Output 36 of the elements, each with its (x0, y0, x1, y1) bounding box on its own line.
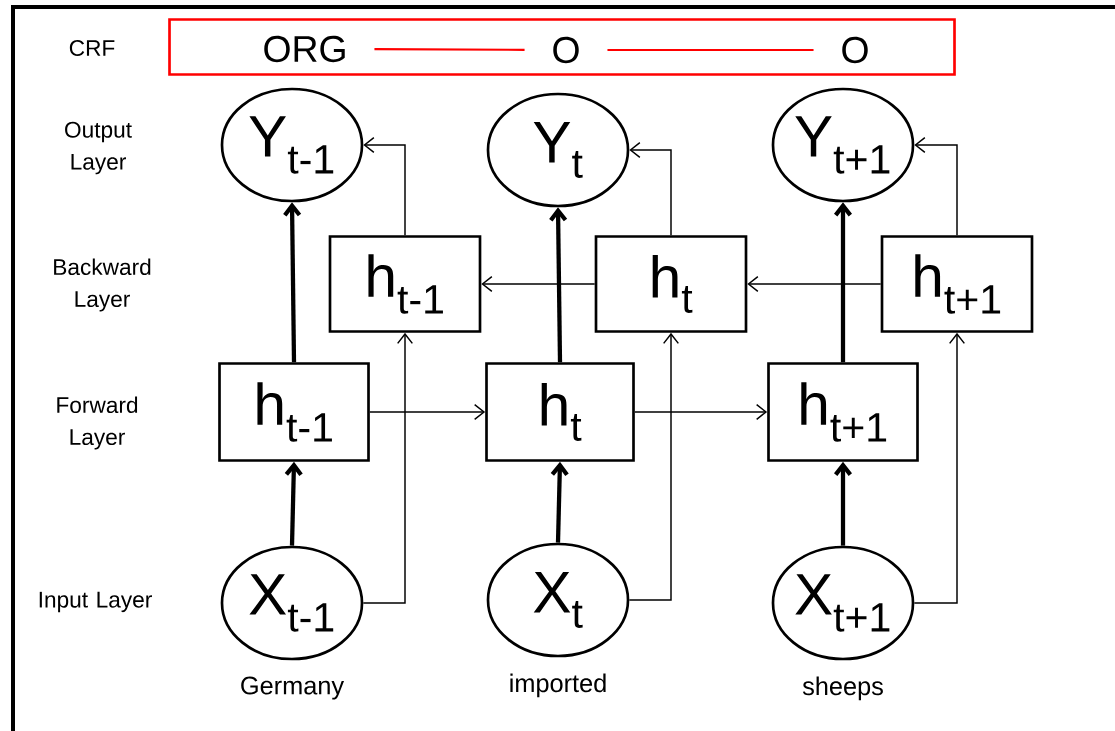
connector-line (607, 48, 814, 52)
arrow (362, 332, 414, 604)
hidden-state-box: h$_{t+1}$ (880, 235, 1034, 333)
arrow (834, 461, 852, 546)
arrow (834, 202, 852, 363)
arrow (284, 461, 303, 546)
row-label: Output Layer (65, 121, 132, 175)
arrow (629, 141, 672, 236)
row-label: Backward Layer (54, 258, 151, 312)
arrow (913, 332, 966, 604)
arrow (549, 207, 568, 363)
connector-line (374, 48, 525, 51)
tag-label: O (842, 36, 868, 64)
arrow (628, 332, 680, 601)
arrow (747, 275, 882, 293)
hidden-state-box: h$_{t}$ (485, 362, 635, 462)
hidden-state-box: h$_{t+1}$ (767, 362, 919, 462)
word-label: sheeps (802, 676, 883, 701)
arrow (914, 136, 958, 236)
arrow (363, 136, 406, 236)
arrow (481, 275, 596, 293)
arrow (634, 403, 768, 421)
hidden-state-box: h$_{t}$ (594, 235, 748, 333)
row-label: Input Layer (39, 591, 152, 613)
arrow (550, 461, 569, 543)
row-label: CRF (69, 39, 115, 57)
row-label: Forward Layer (57, 396, 138, 450)
word-label: Germany (241, 676, 345, 700)
arrow (283, 202, 302, 363)
arrow (369, 403, 486, 421)
tag-label: ORG (264, 35, 345, 63)
tag-label: O (553, 36, 579, 64)
hidden-state-box: h$_{t-1}$ (328, 235, 482, 333)
word-label: imported (510, 673, 606, 698)
hidden-state-box: h$_{t-1}$ (218, 362, 370, 462)
crf-box (168, 18, 956, 76)
